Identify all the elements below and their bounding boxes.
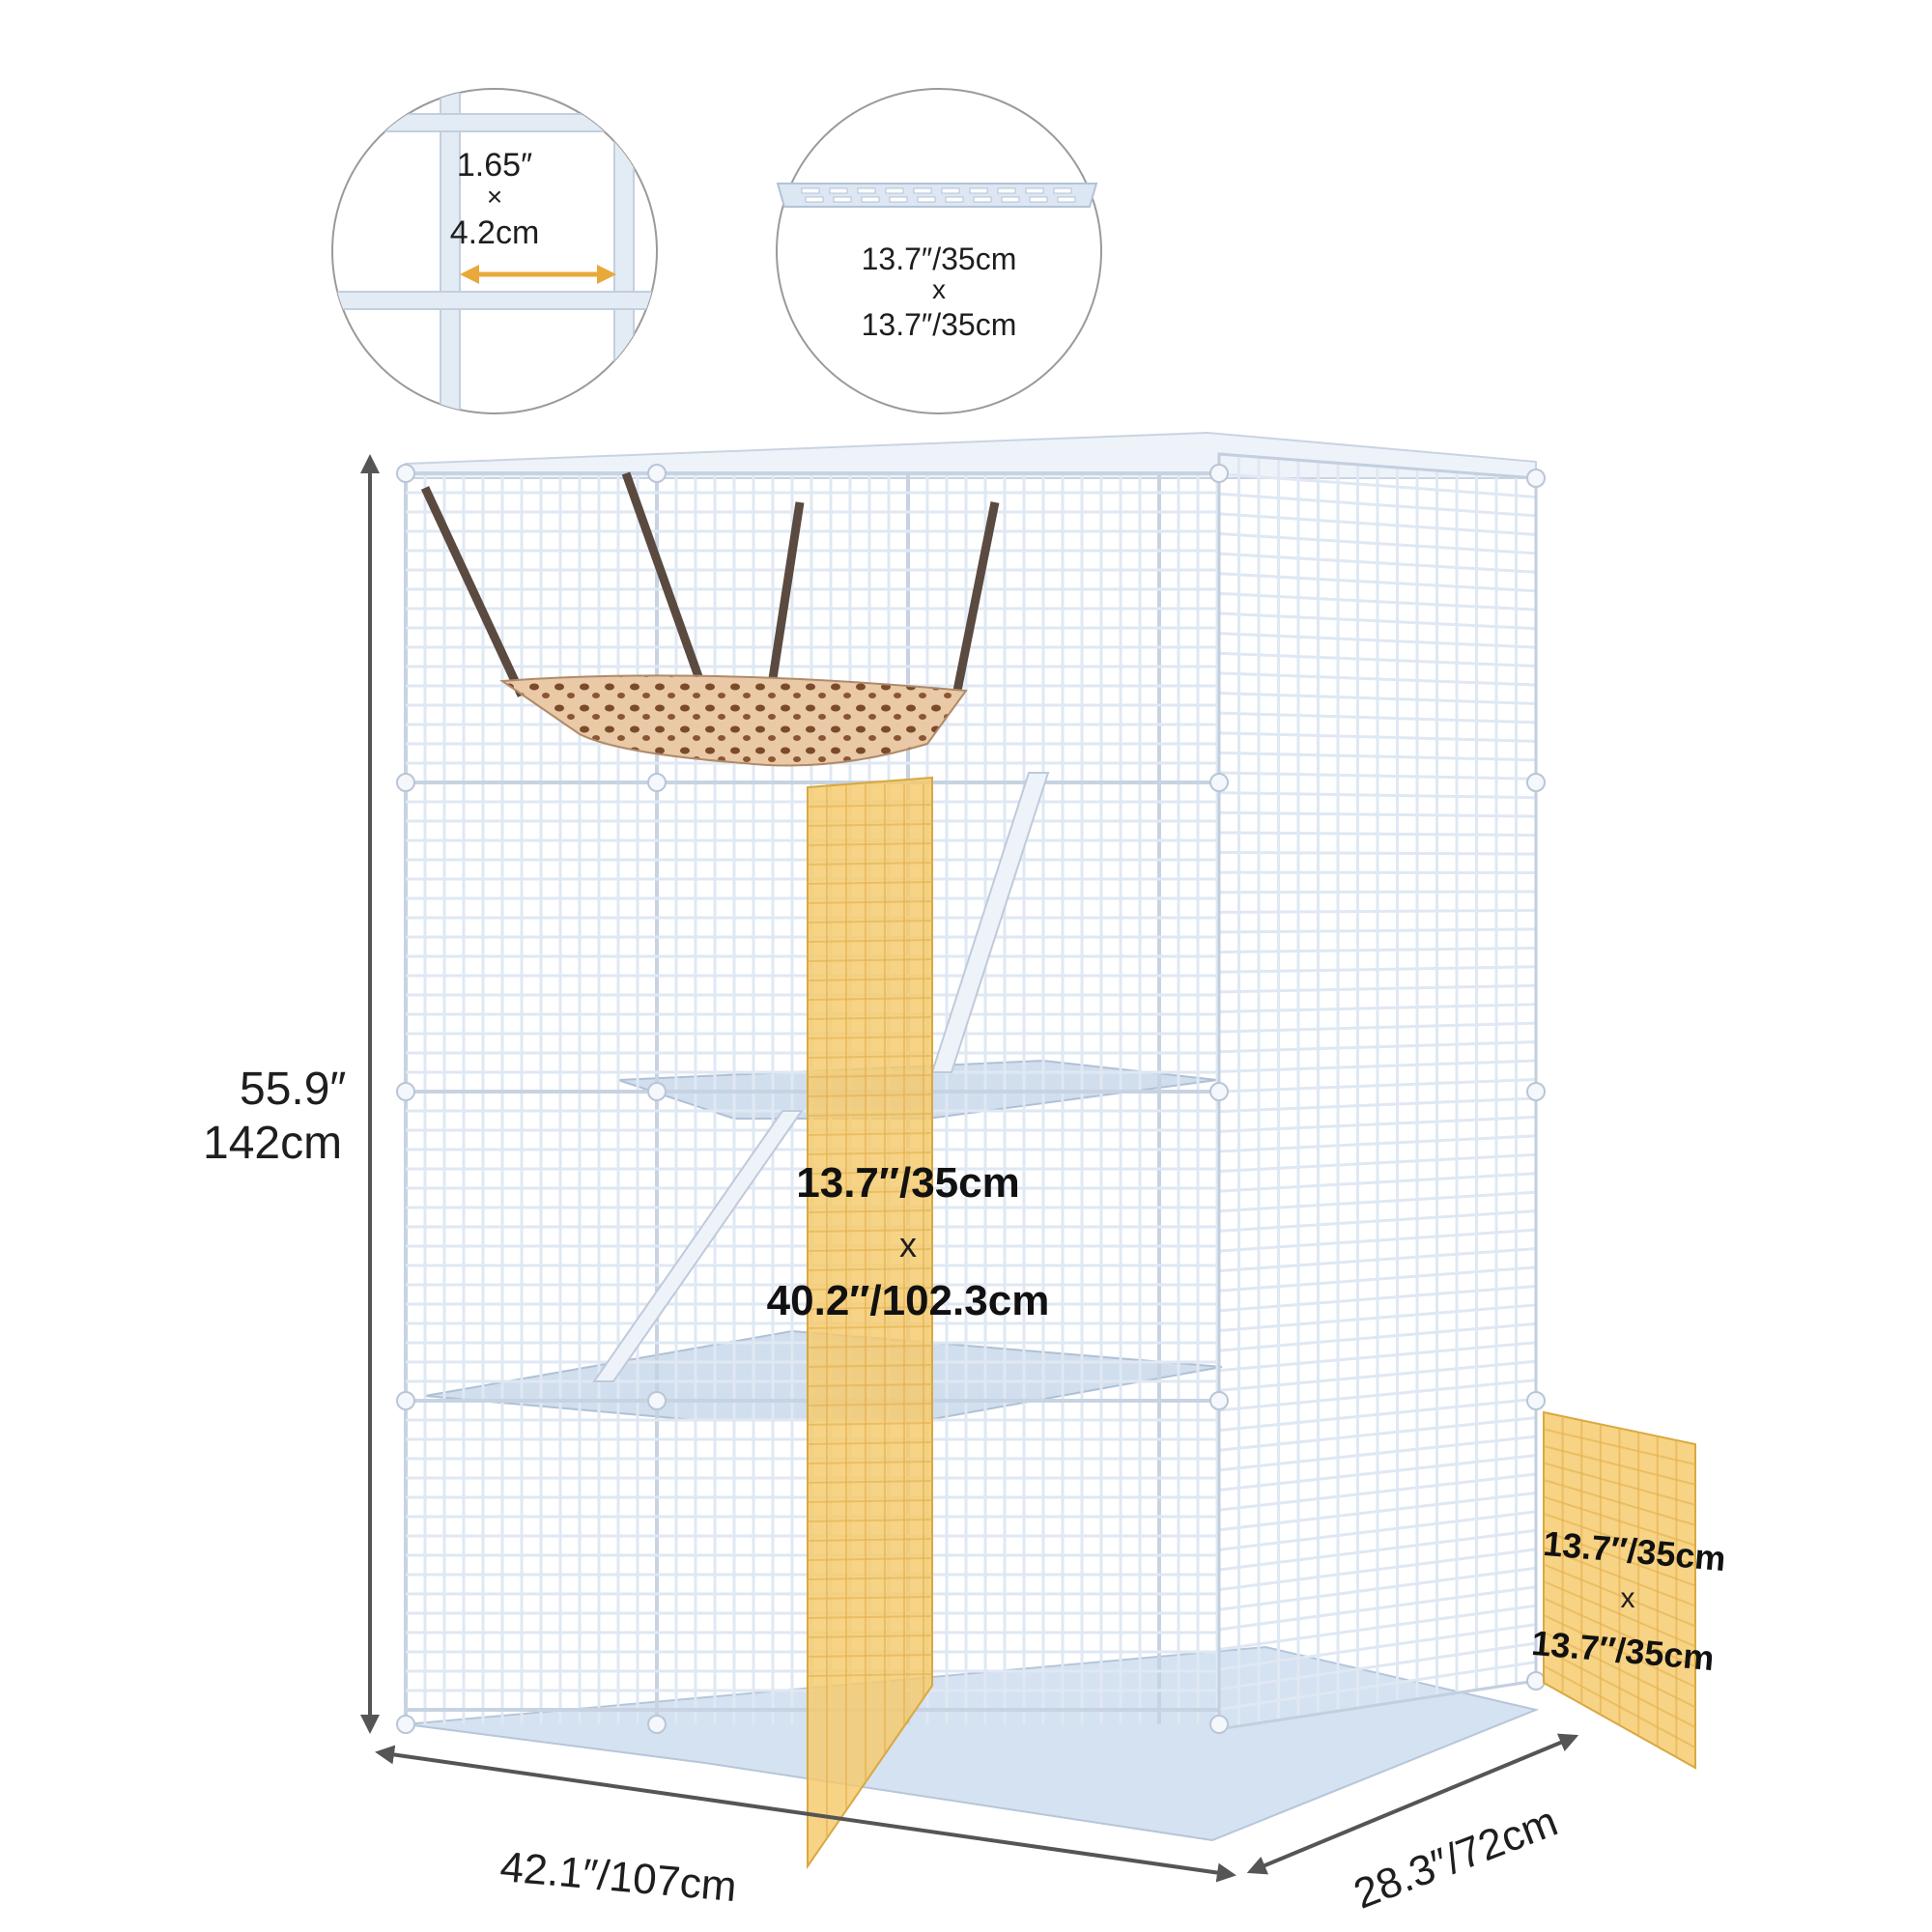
cage-joints [396, 464, 1546, 1734]
side-door-times: x [1620, 1582, 1635, 1614]
height-cm: 142cm [203, 1118, 343, 1169]
cat-cage [396, 431, 1546, 1842]
mesh-detail-circle [331, 88, 658, 414]
shelf-times: x [932, 274, 946, 304]
shelf-closeup [776, 183, 1098, 208]
height-inch: 55.9″ [240, 1064, 347, 1115]
cage-top-panel [405, 431, 1537, 479]
front-door-dim-1: 13.7″/35cm [796, 1159, 1020, 1207]
ramp-upper [930, 772, 1050, 1073]
width-arrow [375, 1745, 1236, 1883]
mesh-closeup [332, 89, 657, 413]
front-door-times: x [899, 1225, 917, 1264]
mesh-times: × [486, 182, 503, 212]
shelf-dim-1: 13.7″/35cm [861, 242, 1017, 276]
shelf-dim-2: 13.7″/35cm [861, 307, 1017, 342]
mesh-dim-cm: 4.2cm [449, 214, 540, 251]
ramp-lower [592, 1110, 804, 1382]
cage-wires [404, 452, 1538, 1731]
front-door-dim-2: 40.2″/102.3cm [766, 1277, 1050, 1324]
hammock [420, 471, 1000, 767]
side-door [1543, 1410, 1696, 1770]
shelf-detail-circle [776, 88, 1102, 414]
cage-floor [405, 1645, 1540, 1842]
depth-arrow [1246, 1733, 1579, 1875]
mesh-dim-inch: 1.65″ [456, 147, 533, 184]
front-door [807, 776, 933, 1870]
